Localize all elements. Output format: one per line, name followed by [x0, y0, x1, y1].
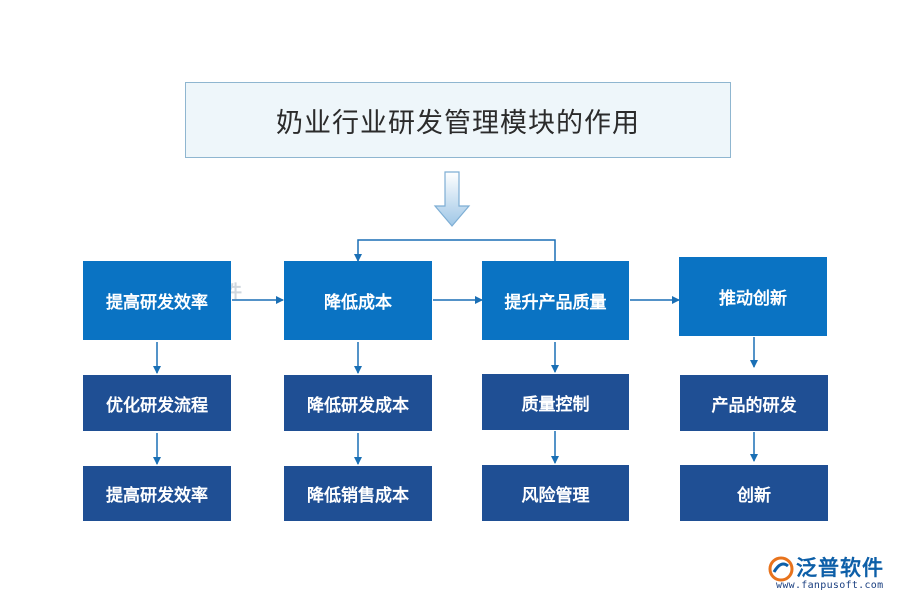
brand-url: www.fanpusoft.com — [776, 580, 884, 591]
brand-name: 泛普软件 — [796, 556, 884, 580]
node-c1-mid: 优化研发流程 — [83, 375, 231, 431]
node-c4-mid: 产品的研发 — [680, 375, 828, 431]
node-c3-top: 提升产品质量 — [482, 261, 629, 340]
node-c2-top: 降低成本 — [284, 261, 432, 340]
node-c3-mid: 质量控制 — [482, 374, 629, 430]
node-c4-bot: 创新 — [680, 465, 828, 521]
node-c2-bot: 降低销售成本 — [284, 466, 432, 521]
node-c4-top: 推动创新 — [679, 257, 827, 336]
diagram-title: 奶业行业研发管理模块的作用 — [185, 82, 731, 158]
node-c1-top: 提高研发效率 — [83, 261, 231, 340]
brand-mark-icon — [768, 556, 794, 582]
title-down-arrow — [433, 171, 471, 227]
node-c1-bot: 提高研发效率 — [83, 466, 231, 521]
node-c3-bot: 风险管理 — [482, 465, 629, 521]
brand-logo: 泛普软件 www.fanpusoft.com — [768, 552, 893, 596]
bracket-connector — [354, 239, 556, 262]
node-c2-mid: 降低研发成本 — [284, 375, 432, 431]
